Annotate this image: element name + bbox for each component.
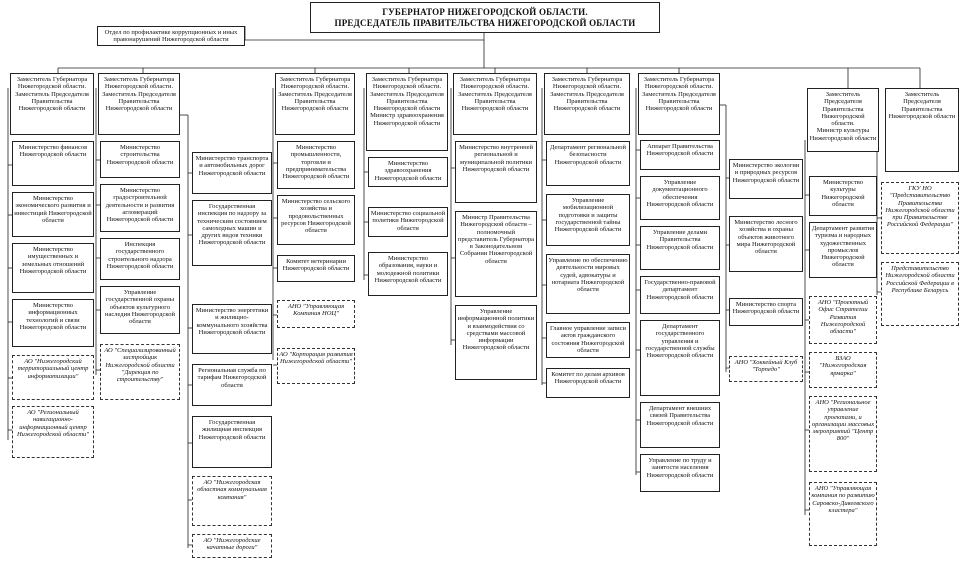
ministry-construction: Министерство строительства Нижегородской… bbox=[100, 141, 180, 178]
tariff-service: Региональная служба по тарифам Нижегород… bbox=[192, 364, 272, 406]
deputy-governor-1: Заместитель Губернатора Нижегородской об… bbox=[10, 73, 94, 135]
org-communal-company: АО "Нижегородская областная коммунальная… bbox=[192, 476, 272, 526]
foreign-relations-dept: Департамент внешних связей Правительства… bbox=[640, 402, 720, 448]
org-belarus-representation: Представительство Нижегородской области … bbox=[881, 262, 959, 326]
documentation-dept: Управление документационного обеспечения… bbox=[640, 176, 720, 220]
org-torpedo: АНО "Хоккейный Клуб "Торпедо" bbox=[729, 356, 803, 382]
minister-representative: Министр Правительства Нижегородской обла… bbox=[455, 211, 537, 297]
ministry-culture: Министерство культуры Нижегородской обла… bbox=[809, 176, 877, 216]
ministry-it: Министерство информационных технологий и… bbox=[12, 299, 94, 347]
ministry-regional-policy: Министерство внутренней региональной и м… bbox=[455, 141, 537, 203]
org-navigation-center: АО "Региональный навигационно-информацио… bbox=[12, 406, 94, 458]
ministry-industry: Министерство промышленности, торговли и … bbox=[277, 141, 355, 189]
deputy-governor-4: Заместитель Губернатора Нижегородской об… bbox=[275, 73, 355, 135]
org-noc: АНО "Управляющая Компания НОЦ" bbox=[277, 300, 355, 328]
legal-dept: Государственно-правовой департамент Ниже… bbox=[640, 276, 720, 314]
org-development-corp: АО "Корпорация развития Нижегородской об… bbox=[277, 348, 355, 384]
ministry-education: Министерство образования, науки и молоде… bbox=[368, 252, 448, 296]
machinery-inspection: Государственная инспекция по надзору за … bbox=[192, 200, 272, 266]
governor-box: ГУБЕРНАТОР НИЖЕГОРОДСКОЙ ОБЛАСТИ. ПРЕДСЕ… bbox=[310, 2, 660, 33]
archives-committee: Комитет по делам архивов Нижегородской о… bbox=[546, 368, 630, 398]
public-service-dept: Департамент государственного управления … bbox=[640, 320, 720, 396]
civil-registry-dept: Главное управление записи актов гражданс… bbox=[546, 322, 630, 358]
housing-inspection: Государственная жилищная инспекция Нижег… bbox=[192, 416, 272, 468]
tourism-dept: Департамент развития туризма и народных … bbox=[809, 222, 877, 278]
ministry-healthcare: Министерство здравоохранения Нижегородск… bbox=[368, 157, 448, 187]
ministry-sport: Министерство спорта Нижегородской област… bbox=[729, 298, 803, 326]
cultural-heritage-dept: Управление государственной охраны объект… bbox=[100, 286, 180, 334]
ministry-property: Министерство имущественных и земельных о… bbox=[12, 243, 94, 293]
deputy-governor-7: Заместитель Губернатора Нижегородской об… bbox=[544, 73, 630, 135]
org-moscow-representation: ГКУ НО "Представительство Правительства … bbox=[881, 182, 959, 254]
deputy-governor-2: Заместитель Губернатора Нижегородской об… bbox=[98, 73, 180, 135]
deputy-governor-6: Заместитель Губернатора Нижегородской об… bbox=[453, 73, 537, 135]
ministry-ecology: Министерство экологии и природных ресурс… bbox=[729, 159, 803, 199]
org-strategy-office: АНО "Проектный Офис Стратегии Развития Н… bbox=[809, 296, 877, 344]
org-construction-developer: АО "Специализированный застройщик Нижего… bbox=[100, 344, 180, 400]
ministry-social-policy: Министерство социальной политики Нижегор… bbox=[368, 207, 448, 237]
ministry-forestry: Министерство лесного хозяйства и охраны … bbox=[729, 216, 803, 272]
org-center-800: АНО "Региональное управление проектами, … bbox=[809, 396, 877, 472]
regional-security-dept: Департамент региональной безопасности Ни… bbox=[546, 141, 630, 186]
construction-inspection: Инспекция государственного строительного… bbox=[100, 238, 180, 280]
ministry-finance: Министерство финансов Нижегородской обла… bbox=[12, 141, 94, 186]
labor-dept: Управление по труду и занятости населени… bbox=[640, 454, 720, 492]
anticorruption-dept-box: Отдел по профилактике коррупционных и ин… bbox=[97, 26, 245, 46]
org-sarov-cluster: АНО "Управляющая компания по развитию Са… bbox=[809, 482, 877, 546]
magistrates-support-dept: Управление по обеспечению деятельности м… bbox=[546, 254, 630, 314]
deputy-chairman-11: Заместитель Председателя Правительства Н… bbox=[885, 88, 959, 172]
deputy-chairman-10: Заместитель Председателя Правительства Н… bbox=[807, 88, 879, 152]
ministry-agriculture: Министерство сельского хозяйства и продо… bbox=[277, 195, 355, 245]
deputy-governor-8: Заместитель Губернатора Нижегородской об… bbox=[638, 73, 720, 135]
veterinary-committee: Комитет ветеринарии Нижегородской област… bbox=[277, 255, 355, 282]
deputy-governor-5: Заместитель Губернатора Нижегородской об… bbox=[366, 73, 448, 151]
org-quality-roads: АО "Нижегородские качатные дороги" bbox=[192, 534, 272, 558]
ministry-economy: Министерство экономического развития и и… bbox=[12, 192, 94, 237]
information-policy-dept: Управление информационной политики и вза… bbox=[455, 305, 537, 380]
mobilization-dept: Управление мобилизационной подготовки и … bbox=[546, 194, 630, 246]
ministry-urban-planning: Министерство градостроительной деятельно… bbox=[100, 184, 180, 232]
ministry-transport: Министерство транспорта и автомобильных … bbox=[192, 152, 272, 194]
org-nntic: АО "Нижегородский территориальный центр … bbox=[12, 355, 94, 400]
ministry-energy: Министерство энергетики и жилищно-коммун… bbox=[192, 304, 272, 354]
government-affairs-dept: Управление делами Правительства Нижегоро… bbox=[640, 226, 720, 270]
org-fair: ВЗАО "Нижегородская ярмарка" bbox=[809, 352, 877, 388]
government-apparatus: Аппарат Правительства Нижегородской обла… bbox=[640, 140, 720, 170]
